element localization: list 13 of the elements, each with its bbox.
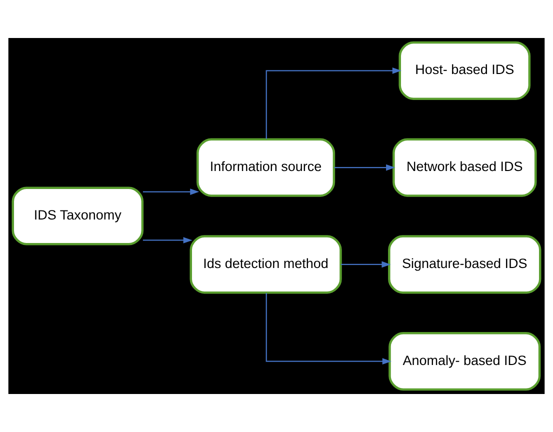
node-box: Network based IDS	[392, 138, 537, 197]
node-box: Ids detection method	[190, 235, 342, 294]
node-box: Information source	[196, 138, 336, 197]
node-box: IDS Taxonomy	[12, 186, 144, 246]
node-box: Host- based IDS	[398, 41, 531, 100]
arrow	[266, 68, 402, 139]
arrow	[334, 164, 396, 171]
arrow	[266, 293, 392, 364]
arrow	[340, 261, 391, 268]
node-box: Signature-based IDS	[388, 235, 542, 294]
node-box: Anomaly- based IDS	[388, 332, 541, 391]
arrow	[142, 237, 192, 244]
arrow	[142, 188, 200, 195]
